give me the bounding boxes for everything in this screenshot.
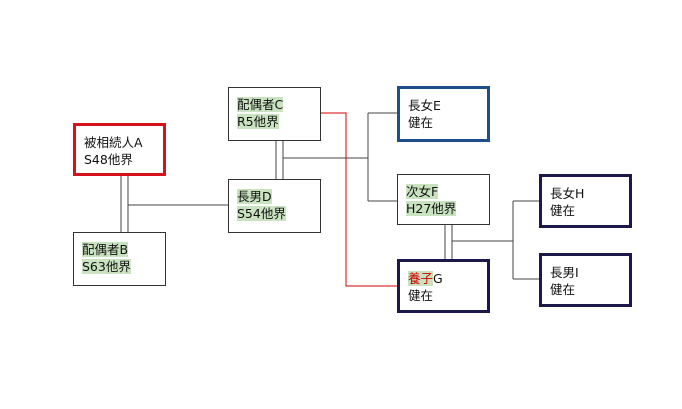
spouse-c-status: R5他界 xyxy=(237,114,279,129)
adopted-g-letter: G xyxy=(433,271,443,286)
son-d-box: 長男D S54他界 xyxy=(228,179,321,233)
adoption-line-c-to-g xyxy=(321,112,397,287)
spouse-b-status: S63他界 xyxy=(82,259,131,274)
daughter-e-box: 長女E 健在 xyxy=(397,86,490,142)
daughter-f-box: 次女F H27他界 xyxy=(397,174,490,225)
spouse-b-box: 配偶者B S63他界 xyxy=(73,232,166,286)
daughter-f-status: H27他界 xyxy=(406,201,457,216)
spouse-c-name: 配偶者C xyxy=(237,97,284,112)
daughter-f-name: 次女F xyxy=(406,184,439,199)
adopted-g-status: 健在 xyxy=(408,288,434,303)
son-i-status: 健在 xyxy=(550,282,576,297)
son-i-box: 長男I 健在 xyxy=(539,253,632,307)
daughter-h-name: 長女H xyxy=(550,186,585,201)
decedent-a-status: S48他界 xyxy=(84,152,133,167)
decedent-a-name: 被相続人A xyxy=(84,135,143,150)
son-d-status: S54他界 xyxy=(237,206,286,221)
spouse-b-name: 配偶者B xyxy=(82,242,129,257)
adopted-g-label: 養子 xyxy=(408,271,434,286)
adopted-g-box: 養子G 健在 xyxy=(397,259,490,313)
son-d-name: 長男D xyxy=(237,189,272,204)
decedent-a-box: 被相続人A S48他界 xyxy=(73,123,166,176)
daughter-h-status: 健在 xyxy=(550,203,576,218)
daughter-e-name: 長女E xyxy=(408,98,441,113)
spouse-c-box: 配偶者C R5他界 xyxy=(228,87,321,141)
daughter-h-box: 長女H 健在 xyxy=(539,174,632,228)
son-i-name: 長男I xyxy=(550,265,579,280)
daughter-e-status: 健在 xyxy=(408,115,434,130)
